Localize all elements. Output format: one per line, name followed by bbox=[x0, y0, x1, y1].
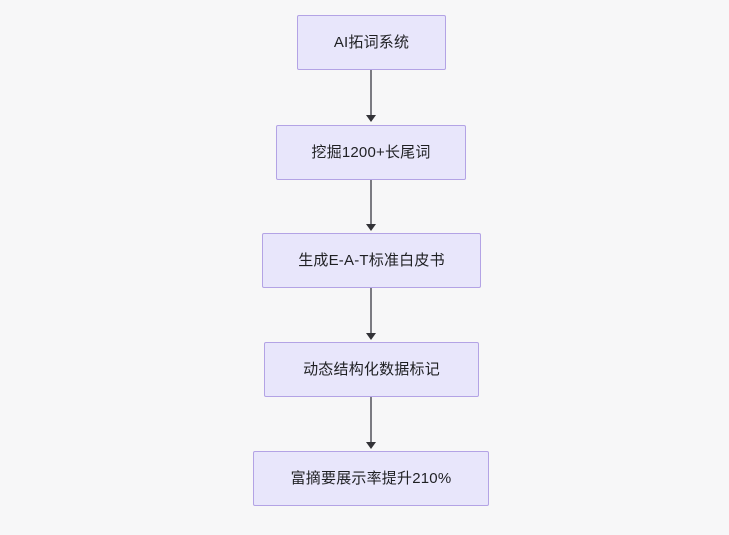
flowchart-node-n1[interactable]: 挖掘1200+长尾词 bbox=[276, 125, 466, 180]
flowchart-edge-n1-n2 bbox=[370, 180, 372, 225]
flowchart-node-n2[interactable]: 生成E-A-T标准白皮书 bbox=[262, 233, 481, 288]
flowchart-node-n3[interactable]: 动态结构化数据标记 bbox=[264, 342, 479, 397]
arrow-down-icon bbox=[366, 333, 376, 340]
node-label: 生成E-A-T标准白皮书 bbox=[298, 252, 445, 269]
arrow-down-icon bbox=[366, 224, 376, 231]
node-label: AI拓词系统 bbox=[333, 34, 410, 51]
arrow-down-icon bbox=[366, 115, 376, 122]
flowchart-edge-n3-n4 bbox=[370, 397, 372, 443]
flowchart-node-n4[interactable]: 富摘要展示率提升210% bbox=[253, 451, 489, 506]
flowchart-edge-n2-n3 bbox=[370, 288, 372, 334]
flowchart-node-n0[interactable]: AI拓词系统 bbox=[297, 15, 446, 70]
flowchart-edge-n0-n1 bbox=[370, 70, 372, 117]
arrow-down-icon bbox=[366, 442, 376, 449]
node-label: 动态结构化数据标记 bbox=[303, 361, 440, 378]
node-label: 挖掘1200+长尾词 bbox=[311, 144, 431, 161]
node-label: 富摘要展示率提升210% bbox=[290, 470, 452, 487]
